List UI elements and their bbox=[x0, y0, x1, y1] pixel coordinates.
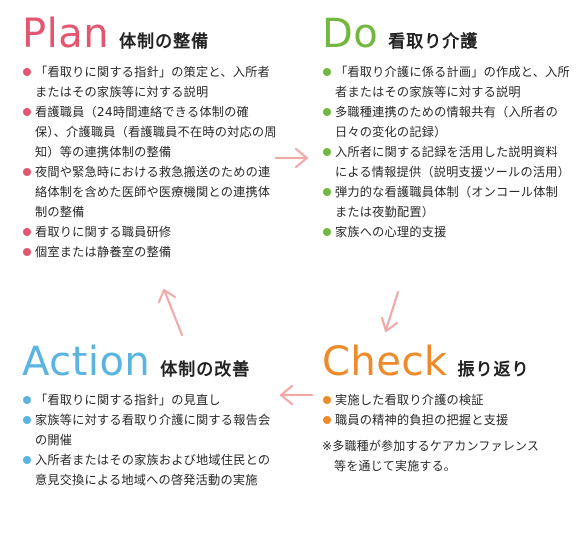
list-item: 弾力的な看護職員体制（オンコール体制または夜勤配置） bbox=[322, 182, 570, 222]
list-item: 実施した看取り介護の検証 bbox=[322, 390, 570, 410]
list-item: 職員の精神的負担の把握と支援 bbox=[322, 410, 570, 430]
bullet-dot-icon bbox=[23, 416, 31, 424]
list-item: 看護職員（24時間連絡できる体制の確保）、介護職員（看護職員不在時の対応の周知）… bbox=[22, 102, 277, 162]
check-note: ※多職種が参加するケアカンファレンス 等を通じて実施する。 bbox=[322, 436, 570, 476]
action-list: 「看取りに関する指針」の見直し 家族等に対する看取り介護に関する報告会の開催 入… bbox=[22, 390, 277, 490]
plan-header: Plan 体制の整備 bbox=[22, 14, 277, 54]
bullet-dot-icon bbox=[23, 456, 31, 464]
check-list: 実施した看取り介護の検証 職員の精神的負担の把握と支援 bbox=[322, 390, 570, 430]
action-label: Action bbox=[22, 339, 151, 385]
action-subtitle: 体制の改善 bbox=[160, 360, 251, 380]
arrow-action-to-plan-icon bbox=[157, 288, 184, 337]
arrow-plan-to-do-icon bbox=[274, 147, 309, 169]
do-header: Do 看取り介護 bbox=[322, 14, 570, 54]
bullet-dot-icon bbox=[23, 168, 31, 176]
check-label: Check bbox=[322, 339, 448, 385]
do-label: Do bbox=[322, 11, 379, 57]
list-item: 看取りに関する職員研修 bbox=[22, 222, 277, 242]
plan-section: Plan 体制の整備 「看取りに関する指針」の策定と、入所者またはその家族等に対… bbox=[22, 14, 277, 262]
check-note-line2: 等を通じて実施する。 bbox=[334, 459, 457, 473]
check-note-line1: ※多職種が参加するケアカンファレンス bbox=[322, 439, 540, 453]
bullet-dot-icon bbox=[323, 108, 331, 116]
list-item: 「看取りに関する指針」の策定と、入所者またはその家族等に対する説明 bbox=[22, 62, 277, 102]
bullet-dot-icon bbox=[23, 248, 31, 256]
bullet-dot-icon bbox=[323, 228, 331, 236]
bullet-dot-icon bbox=[23, 108, 31, 116]
list-item: 家族等に対する看取り介護に関する報告会の開催 bbox=[22, 410, 277, 450]
bullet-dot-icon bbox=[323, 188, 331, 196]
bullet-dot-icon bbox=[323, 416, 331, 424]
check-subtitle: 振り返り bbox=[457, 360, 530, 380]
list-item: 夜間や緊急時における救急搬送のための連絡体制を含めた医師や医療機関との連携体制の… bbox=[22, 162, 277, 222]
do-section: Do 看取り介護 「看取り介護に係る計画」の作成と、入所者またはその家族等に対す… bbox=[322, 14, 570, 242]
bullet-dot-icon bbox=[323, 148, 331, 156]
plan-subtitle: 体制の整備 bbox=[119, 32, 210, 52]
arrow-check-to-action-icon bbox=[279, 384, 314, 406]
action-section: Action 体制の改善 「看取りに関する指針」の見直し 家族等に対する看取り介… bbox=[22, 342, 277, 490]
list-item: 多職種連携のための情報共有（入所者の日々の変化の記録） bbox=[322, 102, 570, 142]
list-item: 入所者に関する記録を活用した説明資料による情報提供（説明支援ツールの活用） bbox=[322, 142, 570, 182]
bullet-dot-icon bbox=[323, 396, 331, 404]
action-header: Action 体制の改善 bbox=[22, 342, 277, 382]
list-item: 入所者またはその家族および地域住民との意見交換による地域への啓発活動の実施 bbox=[22, 450, 277, 490]
list-item: 「看取り介護に係る計画」の作成と、入所者またはその家族等に対する説明 bbox=[322, 62, 570, 102]
do-subtitle: 看取り介護 bbox=[388, 32, 479, 52]
list-item: 家族への心理的支援 bbox=[322, 222, 570, 242]
bullet-dot-icon bbox=[23, 228, 31, 236]
do-list: 「看取り介護に係る計画」の作成と、入所者またはその家族等に対する説明 多職種連携… bbox=[322, 62, 570, 242]
check-header: Check 振り返り bbox=[322, 342, 570, 382]
bullet-dot-icon bbox=[323, 68, 331, 76]
bullet-dot-icon bbox=[23, 396, 31, 404]
check-section: Check 振り返り 実施した看取り介護の検証 職員の精神的負担の把握と支援 ※… bbox=[322, 342, 570, 476]
arrow-do-to-check-icon bbox=[380, 290, 400, 333]
list-item: 個室または静養室の整備 bbox=[22, 242, 277, 262]
plan-label: Plan bbox=[22, 11, 110, 57]
bullet-dot-icon bbox=[23, 68, 31, 76]
list-item: 「看取りに関する指針」の見直し bbox=[22, 390, 277, 410]
plan-list: 「看取りに関する指針」の策定と、入所者またはその家族等に対する説明 看護職員（2… bbox=[22, 62, 277, 262]
